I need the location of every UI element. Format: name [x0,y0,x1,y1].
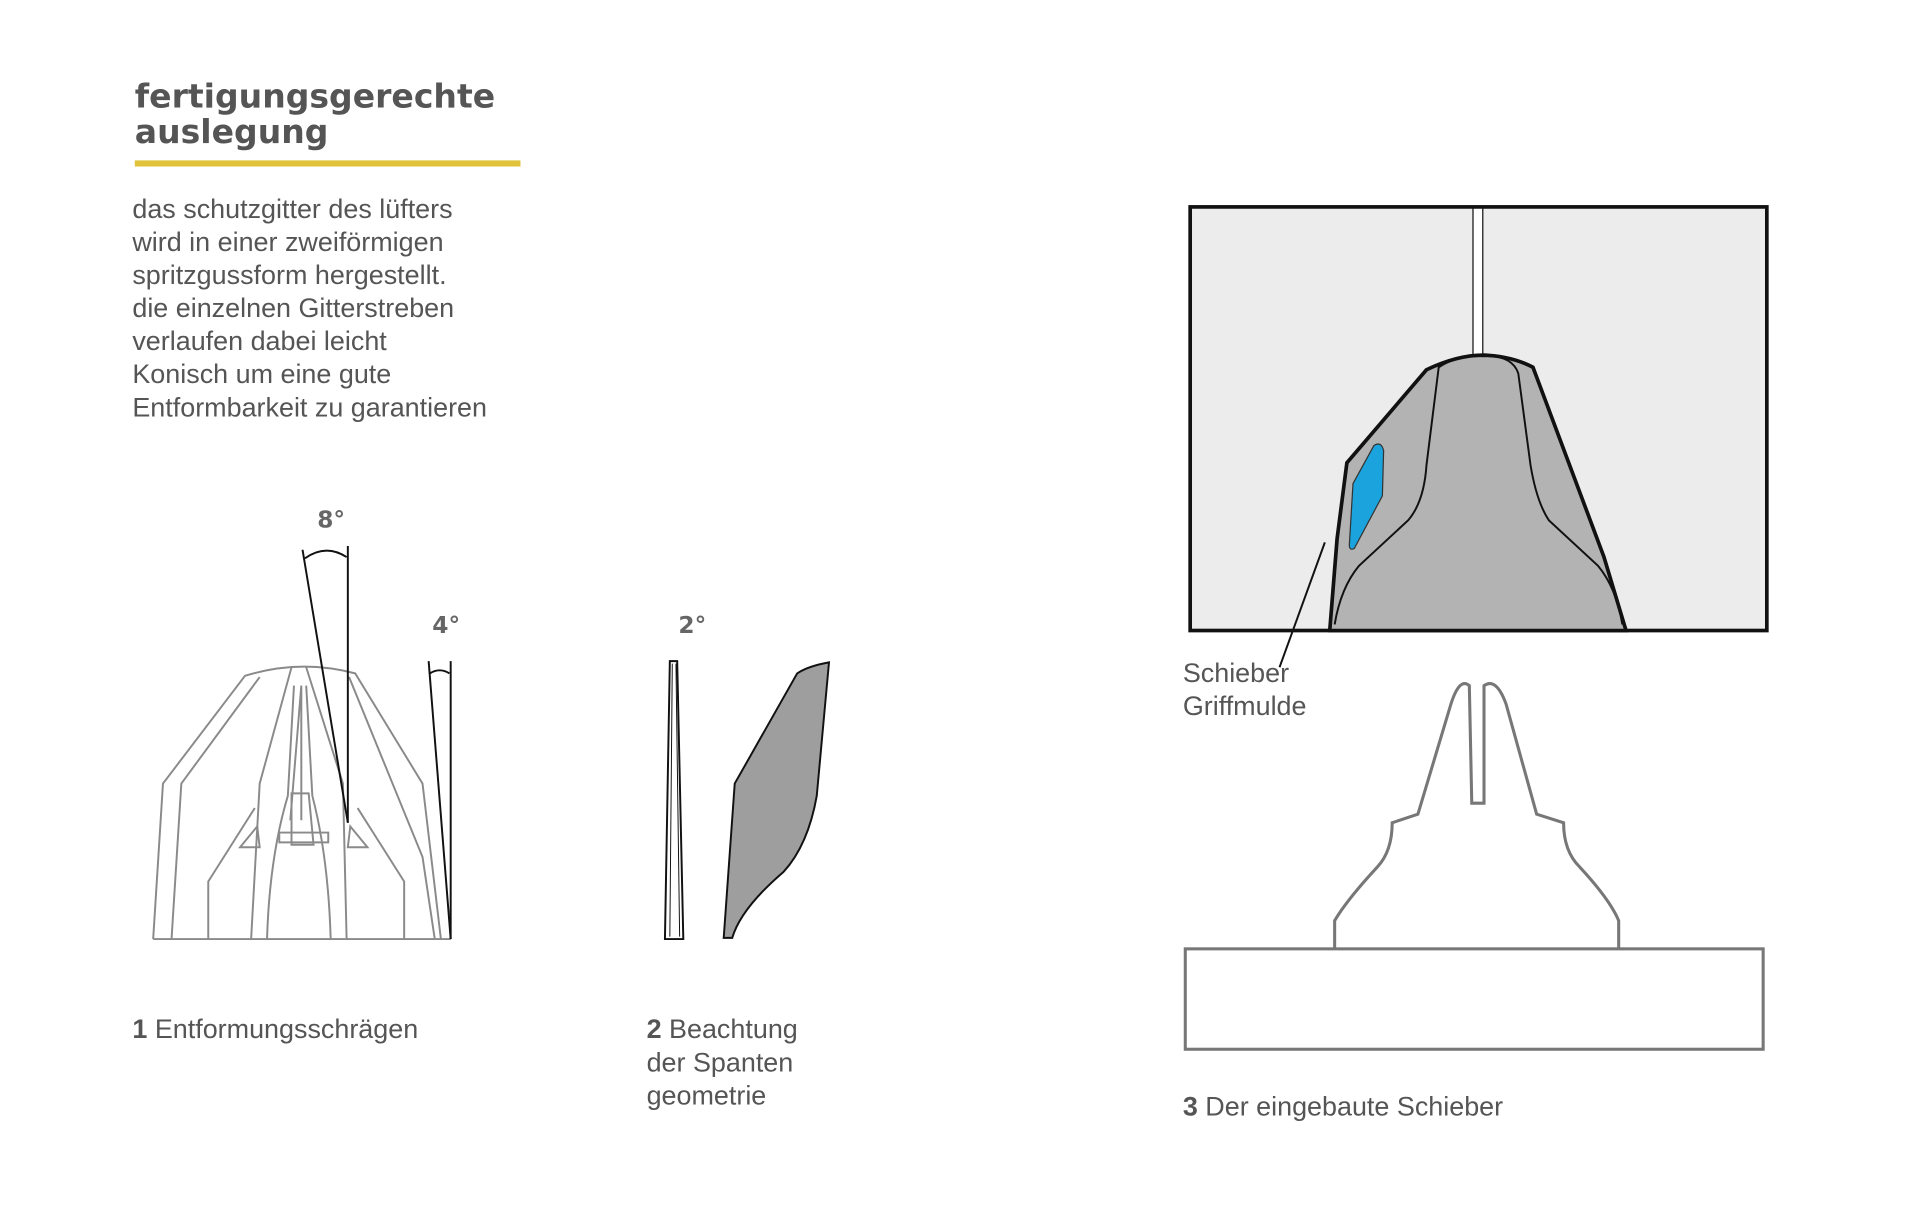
body-line: das schutzgitter des lüfters [132,194,452,224]
figure-3-mold-section [1188,205,1769,668]
figure-2-rib-drawing [663,660,831,941]
body-line: spritzgussform hergestellt. [132,260,446,290]
heading-underline [134,160,521,167]
figure-3-slider-profile [1183,682,1765,1051]
figure-1-caption: 1 Entformungsschrägen [132,1014,418,1044]
angle-label-8: 8° [317,507,345,534]
slider-label-line: Griffmulde [1183,691,1307,721]
heading-line-1: fertigungsgerechte [135,77,495,116]
grip-recess-highlight [1348,443,1385,550]
leader-line [1278,542,1326,668]
angle-label-2: 2° [678,612,706,639]
figure-1-grille-drawing [152,546,452,941]
figure-2-caption-line: der Spanten [647,1047,794,1077]
angle-label-4: 4° [432,612,460,639]
body-line: wird in einer zweiförmigen [131,227,443,257]
body-line: verlaufen dabei leicht [132,326,387,356]
description-text: das schutzgitter des lüfters wird in ein… [131,194,487,422]
body-line: Entformbarkeit zu garantieren [132,392,487,422]
body-line: die einzelnen Gitterstreben [132,293,454,323]
body-line: Konisch um eine gute [132,359,391,389]
figure-2-caption: 2 Beachtung [647,1014,798,1044]
heading-line-2: auslegung [135,112,329,151]
figure-2-caption-line: geometrie [647,1080,767,1110]
figure-3-caption: 3 Der eingebaute Schieber [1183,1091,1503,1121]
slider-label-line: Schieber [1183,658,1289,688]
